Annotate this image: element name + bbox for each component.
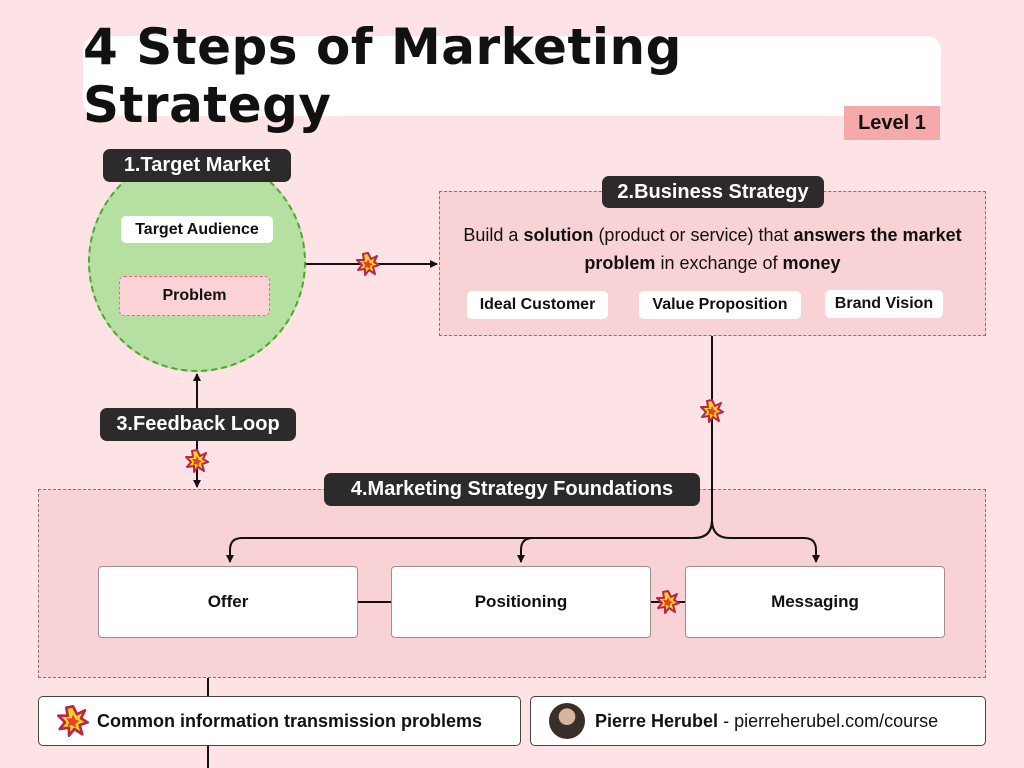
author-separator: - xyxy=(718,710,735,731)
offer-card: Offer xyxy=(98,566,358,638)
explosion-icon xyxy=(185,449,209,473)
step2-label: 2.Business Strategy xyxy=(602,176,824,208)
step1-label: 1.Target Market xyxy=(103,149,291,182)
step3-label: 3.Feedback Loop xyxy=(100,408,296,441)
author-name: Pierre Herubel xyxy=(595,710,719,731)
legend-text: Common information transmission problems xyxy=(97,710,483,731)
explosion-icon xyxy=(57,705,89,737)
desc-bold: money xyxy=(782,253,841,273)
brand-vision-pill: Brand Vision xyxy=(825,290,943,318)
desc-part: in exchange of xyxy=(655,253,783,273)
legend-card: Common information transmission problems xyxy=(38,696,521,746)
target-market-circle xyxy=(88,152,306,372)
branch-to-offer xyxy=(226,519,713,563)
explosion-icon xyxy=(656,590,680,614)
level-badge: Level 1 xyxy=(844,106,940,140)
step4-label: 4.Marketing Strategy Foundations xyxy=(324,473,700,506)
positioning-card: Positioning xyxy=(391,566,651,638)
branch-to-messaging xyxy=(711,519,820,563)
author-card[interactable]: Pierre Herubel - pierreherubel.com/cours… xyxy=(530,696,986,746)
value-proposition-pill: Value Proposition xyxy=(639,291,801,319)
page-title: 4 Steps of Marketing Strategy xyxy=(83,18,941,134)
ideal-customer-pill: Ideal Customer xyxy=(467,291,608,319)
explosion-icon xyxy=(356,252,380,276)
desc-bold: answers the market problem xyxy=(584,225,962,273)
messaging-card: Messaging xyxy=(685,566,945,638)
target-audience-pill: Target Audience xyxy=(121,216,273,243)
desc-part: Build a xyxy=(463,225,524,245)
desc-bold: solution xyxy=(523,225,594,245)
problem-box: Problem xyxy=(119,276,270,316)
explosion-icon xyxy=(700,399,724,423)
author-url-link[interactable]: pierreherubel.com/course xyxy=(734,710,939,731)
desc-part: (product or service) that xyxy=(593,225,794,245)
branch-to-positioning xyxy=(517,519,713,563)
avatar xyxy=(549,703,585,739)
business-strategy-description: Build a solution (product or service) th… xyxy=(462,221,963,277)
